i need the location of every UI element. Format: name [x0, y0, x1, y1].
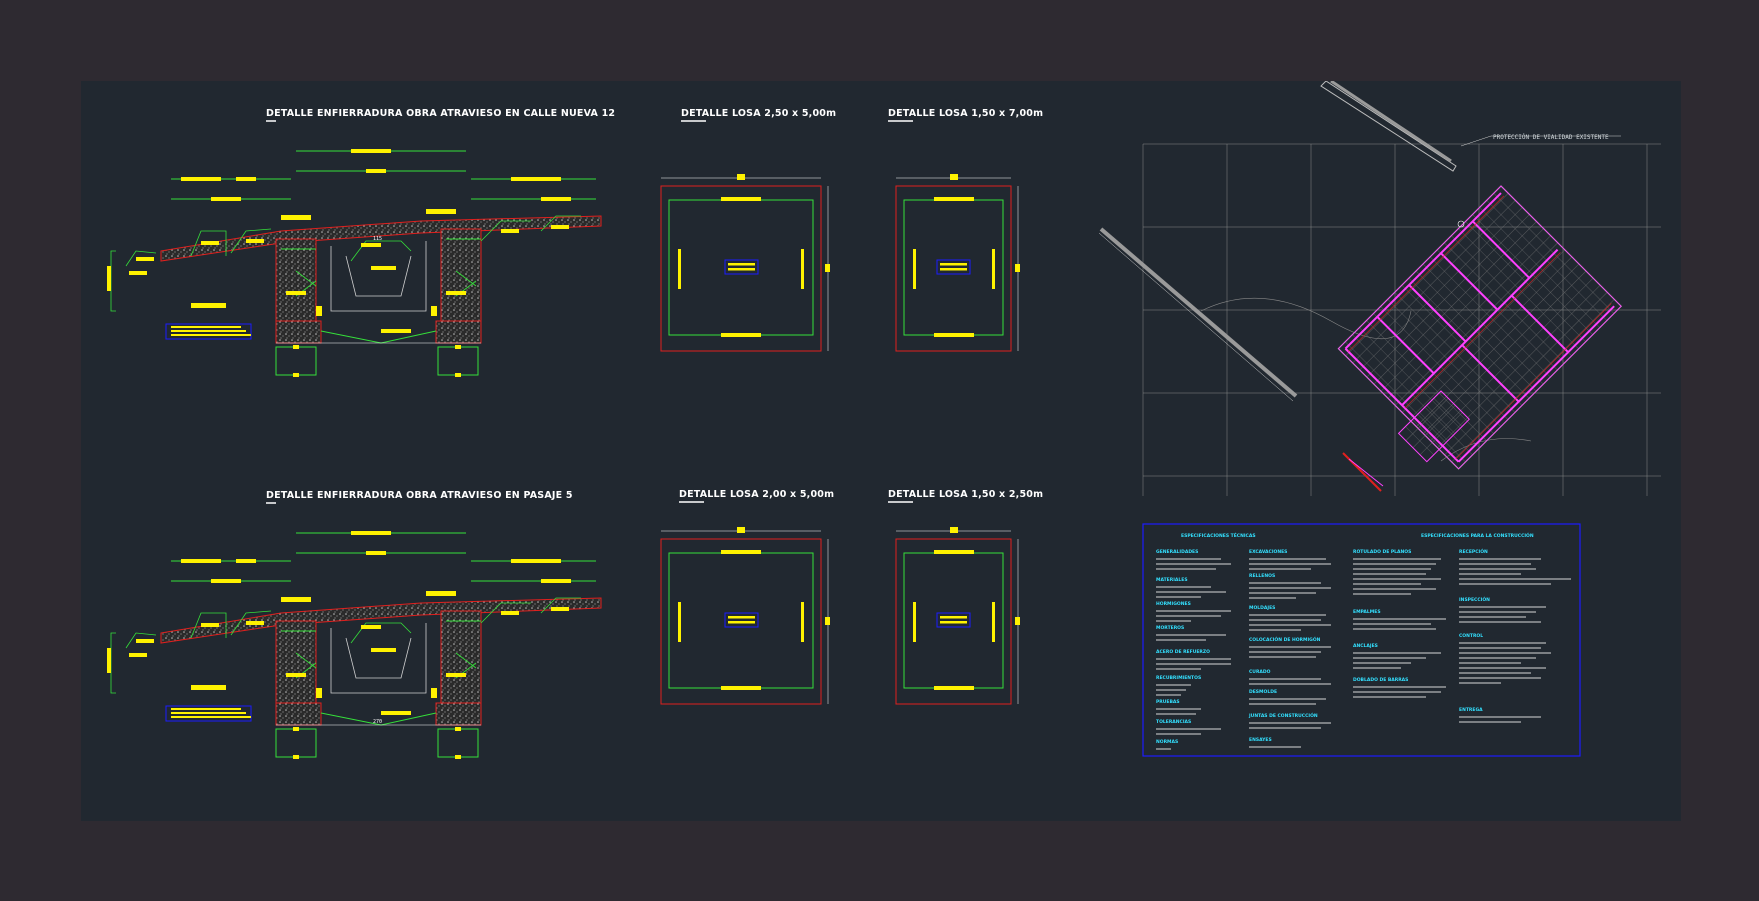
cad-drawing: DETALLE ENFIERRADURA OBRA ATRAVIESO EN C…: [106, 81, 1661, 760]
drawing-sheet: DETALLE ENFIERRADURA OBRA ATRAVIESO EN C…: [81, 81, 1681, 821]
notes-col3-h3: DOBLADO DE BARRAS: [1353, 677, 1408, 683]
notes-col1-h4: ACERO DE REFUERZO: [1156, 649, 1210, 655]
notes-col1-h1: MATERIALES: [1156, 577, 1188, 583]
section-b-title: DETALLE ENFIERRADURA OBRA ATRAVIESO EN P…: [266, 490, 573, 501]
notes-col4-h1: INSPECCIÓN: [1459, 596, 1490, 603]
section-a-title: DETALLE ENFIERRADURA OBRA ATRAVIESO EN C…: [266, 108, 615, 119]
notes-col1-h0: GENERALIDADES: [1156, 549, 1198, 555]
notes-col1-h8: NORMAS: [1156, 739, 1178, 745]
notes-col2-h7: ENSAYES: [1249, 737, 1272, 743]
site-plan: PROTECCIÓN DE VIALIDAD EXISTENTE: [1098, 81, 1661, 496]
notes-col2-h0: EXCAVACIONES: [1249, 549, 1287, 555]
notes-col1-h3: MORTEROS: [1156, 625, 1184, 631]
notes-col1-h6: PRUEBAS: [1156, 699, 1180, 705]
notes-col2-h6: JUNTAS DE CONSTRUCCIÓN: [1248, 712, 1318, 719]
slab-4-plan: [895, 526, 1021, 705]
slab-2-plan: [895, 173, 1021, 352]
notes-col1-h7: TOLERANCIAS: [1156, 719, 1191, 725]
slab-3-title: DETALLE LOSA 2,00 x 5,00m: [679, 489, 834, 500]
notes-col1-h5: RECUBRIMIENTOS: [1156, 675, 1201, 681]
notes-col2-h3: COLOCACIÓN DE HORMIGÓN: [1249, 636, 1321, 643]
notes-col4-h3: ENTREGA: [1459, 707, 1483, 713]
notes-col3-h0: ROTULADO DE PLANOS: [1353, 549, 1411, 555]
notes-panel: ESPECIFICACIONES TÉCNICAS ESPECIFICACION…: [1142, 523, 1581, 757]
notes-col2-h4: CURADO: [1249, 669, 1271, 675]
notes-col2-h1: RELLENOS: [1249, 573, 1275, 579]
notes-col3-h1: EMPALMES: [1353, 609, 1381, 615]
notes-col4-h2: CONTROL: [1459, 633, 1483, 639]
site-plan-label: PROTECCIÓN DE VIALIDAD EXISTENTE: [1493, 134, 1609, 141]
slab-2-title: DETALLE LOSA 1,50 x 7,00m: [888, 108, 1043, 119]
slab-4-title: DETALLE LOSA 1,50 x 2,50m: [888, 489, 1043, 500]
section-a-detail: [106, 148, 602, 378]
notes-col2-h2: MOLDAJES: [1249, 605, 1275, 611]
section-b-detail: [106, 530, 602, 760]
slab-3-plan: [660, 526, 831, 705]
section-a-dim-label: 115: [373, 236, 382, 242]
notes-title-left: ESPECIFICACIONES TÉCNICAS: [1181, 531, 1256, 539]
section-b-dim-label: 270: [373, 719, 382, 725]
notes-title-right: ESPECIFICACIONES PARA LA CONSTRUCCIÓN: [1421, 532, 1534, 539]
slab-1-title: DETALLE LOSA 2,50 x 5,00m: [681, 108, 836, 119]
notes-col1-h2: HORMIGONES: [1156, 601, 1191, 607]
notes-col2-h5: DESMOLDE: [1249, 689, 1277, 695]
notes-col3-h2: ANCLAJES: [1353, 643, 1378, 649]
slab-1-plan: [660, 173, 831, 352]
notes-col4-h0: RECEPCIÓN: [1459, 548, 1488, 555]
